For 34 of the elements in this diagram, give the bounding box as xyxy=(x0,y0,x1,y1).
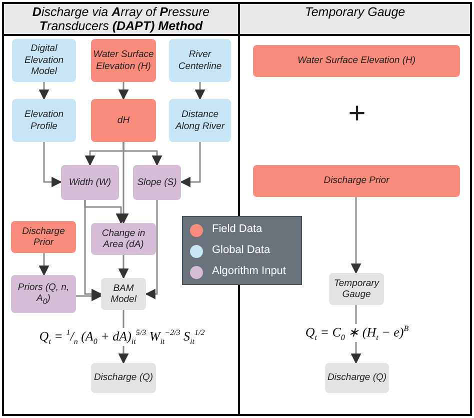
arrow xyxy=(118,255,129,280)
process-box: Discharge (Q) xyxy=(91,363,156,393)
edge-label: Q$_{t}$ = C$_{0}$ ∗ (H$_{t}$ − e)$^{B}$ xyxy=(303,324,411,342)
process-box: Discharge Prior xyxy=(11,221,76,253)
process-box: Change in Area (dA) xyxy=(91,223,156,255)
panel-heading: Temporary Gauge xyxy=(240,4,470,36)
process-box: Discharge Prior xyxy=(253,165,460,197)
process-box: River Centerline xyxy=(169,39,231,82)
process-box: Elevation Profile xyxy=(12,99,76,142)
arrow xyxy=(43,142,62,188)
legend-label: Field Data xyxy=(212,223,262,235)
process-box: Temporary Gauge xyxy=(329,273,384,305)
process-box: Digital Elevation Model xyxy=(12,39,76,82)
arrow xyxy=(118,82,129,100)
legend-label: Global Data xyxy=(212,244,270,256)
process-box: dH xyxy=(91,99,156,142)
arrow xyxy=(76,290,102,302)
process-box: Water Surface Elevation (H) xyxy=(91,39,156,82)
process-box: Width (W) xyxy=(61,165,119,200)
process-box: Water Surface Elevation (H) xyxy=(253,45,460,77)
arrow xyxy=(350,197,362,274)
process-box: BAM Model xyxy=(101,278,146,310)
panel-heading: Discharge via Array of Pressure Transducers (DAPT) Method xyxy=(4,4,238,36)
legend-label: Algorithm Input xyxy=(212,265,286,277)
process-box: Distance Along River xyxy=(169,99,231,142)
arrow xyxy=(180,142,201,188)
arrow xyxy=(38,82,50,100)
plus-sign: + xyxy=(348,99,366,129)
arrow xyxy=(194,82,206,100)
process-box: Priors (Q, n, A$_{0}$) xyxy=(11,275,76,313)
arrow xyxy=(144,200,158,300)
process-box: Discharge (Q) xyxy=(325,363,389,393)
arrow xyxy=(38,253,50,276)
process-box: Slope (S) xyxy=(133,165,181,200)
